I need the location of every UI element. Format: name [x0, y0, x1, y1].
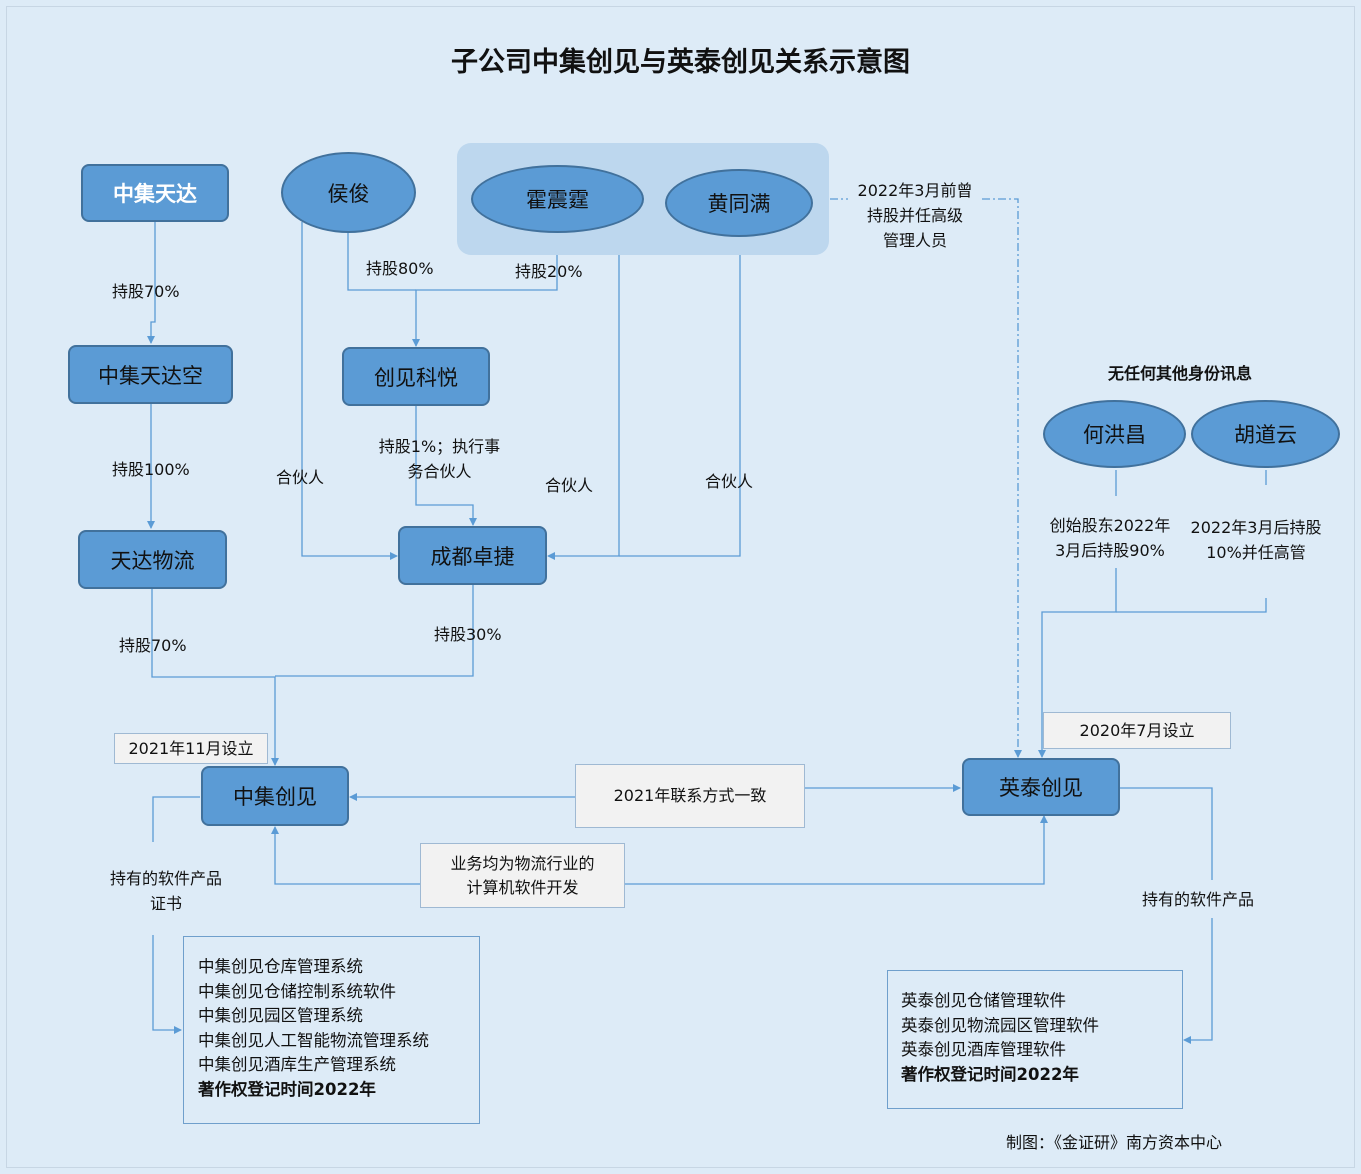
- box-same-contact: 2021年联系方式一致: [575, 764, 805, 828]
- box-business-line1: 业务均为物流行业的: [450, 853, 595, 873]
- node-houjun: 侯俊: [281, 152, 416, 233]
- edge-business-to-zjcj: [271, 826, 420, 885]
- yt-product-list: 英泰创见仓储管理软件 英泰创见物流园区管理软件 英泰创见酒库管理软件 著作权登记…: [887, 970, 1183, 1109]
- node-chuangjian-keyue: 创见科悦: [342, 347, 490, 406]
- yt-product-item: 英泰创见仓储管理软件: [901, 991, 1066, 1010]
- label-hu-line2: 10%并任高管: [1206, 543, 1306, 562]
- box-same-business: 业务均为物流行业的 计算机软件开发: [420, 843, 625, 908]
- label-hu-line1: 2022年3月后持股: [1190, 518, 1322, 537]
- edge-keyue-to-zhuojie: [415, 406, 477, 526]
- label-hold-1-line1: 持股1%；执行事: [378, 437, 501, 456]
- node-zhongji-tiandakong: 中集天达空: [68, 345, 233, 404]
- node-huang-tongman: 黄同满: [665, 169, 813, 237]
- label-he-line1: 创始股东2022年: [1049, 516, 1171, 535]
- zj-copyright-date: 著作权登记时间2022年: [198, 1079, 376, 1099]
- edge-hu-to-ytcj: [1116, 470, 1267, 613]
- label-former-line1: 2022年3月前曾: [857, 181, 973, 200]
- edge-houjun-partner: [301, 222, 398, 560]
- zj-product-list: 中集创见仓库管理系统 中集创见仓储控制系统软件 中集创见园区管理系统 中集创见人…: [183, 936, 480, 1124]
- node-he-hongchang: 何洪昌: [1043, 400, 1186, 468]
- node-tianda-wuliu: 天达物流: [78, 530, 227, 589]
- zj-product-item: 中集创见人工智能物流管理系统: [198, 1030, 429, 1050]
- zj-product-item: 中集创见园区管理系统: [198, 1006, 363, 1026]
- label-he-holding: 创始股东2022年 3月后持股90%: [1047, 513, 1173, 563]
- zj-product-item: 中集创见酒库生产管理系统: [198, 1055, 396, 1075]
- label-zj-software: 持有的软件产品 证书: [103, 866, 229, 916]
- label-partner-houjun: 合伙人: [276, 468, 325, 487]
- yt-product-item: 英泰创见酒库管理软件: [901, 1040, 1066, 1060]
- edge-tianda-to-tiandakong: [147, 222, 156, 344]
- yt-product-item: 英泰创见物流园区管理软件: [901, 1015, 1099, 1035]
- label-hold-100: 持股100%: [112, 460, 190, 479]
- edge-group-to-ytcj-former: [830, 198, 1018, 757]
- label-former-line2: 持股并任高级: [866, 206, 963, 225]
- label-yt-software: 持有的软件产品: [1142, 890, 1255, 909]
- label-hold-1-line2: 务合伙人: [407, 462, 472, 481]
- box-zj-established: 2021年11月设立: [114, 733, 268, 764]
- credit-line: 制图：《金证研》南方资本中心: [1006, 1133, 1223, 1152]
- label-no-other-identity: 无任何其他身份讯息: [1108, 364, 1253, 383]
- label-partner-huang: 合伙人: [705, 472, 754, 491]
- label-former-line3: 管理人员: [882, 231, 947, 250]
- edge-huo-to-keyue: [412, 232, 558, 347]
- node-huo-zhenting: 霍震霆: [471, 165, 644, 233]
- node-zhongji-tianda: 中集天达: [81, 164, 229, 222]
- edge-huang-partner: [619, 236, 741, 557]
- node-yingtai-chuangjian: 英泰创见: [962, 758, 1120, 816]
- node-hu-daoyun: 胡道云: [1191, 400, 1340, 468]
- label-he-line2: 3月后持股90%: [1055, 541, 1165, 560]
- edge-wuliu-to-zjcj: [151, 589, 279, 766]
- box-business-line2: 计算机软件开发: [466, 877, 579, 897]
- label-zj-software-line1: 持有的软件产品: [109, 869, 222, 888]
- label-hold-1: 持股1%；执行事 务合伙人: [374, 434, 505, 484]
- node-chengdu-zhuojie: 成都卓捷: [398, 526, 547, 585]
- edge-he-to-ytcj: [1042, 470, 1117, 757]
- label-partner-huo: 合伙人: [545, 476, 594, 495]
- label-zj-software-line2: 证书: [149, 894, 182, 913]
- edge-ytcj-to-products: [1120, 787, 1213, 1040]
- outer-frame: [6, 6, 1355, 1168]
- label-hold-70-a: 持股70%: [112, 282, 180, 301]
- edge-zjcj-to-products: [152, 796, 200, 1030]
- label-former-holder: 2022年3月前曾 持股并任高级 管理人员: [848, 178, 982, 253]
- edge-business-to-ytcj: [625, 815, 1048, 885]
- node-zhongji-chuangjian: 中集创见: [201, 766, 349, 826]
- yt-copyright-date: 著作权登记时间2022年: [901, 1064, 1079, 1084]
- edge-houjun-to-keyue: [347, 233, 416, 291]
- label-hold-30: 持股30%: [434, 625, 502, 644]
- label-hold-20: 持股20%: [515, 262, 583, 281]
- diagram-title: 子公司中集创见与英泰创见关系示意图: [451, 47, 910, 78]
- box-yt-established: 2020年7月设立: [1043, 712, 1231, 749]
- label-hold-70-b: 持股70%: [119, 636, 187, 655]
- label-hold-80: 持股80%: [366, 259, 434, 278]
- edge-zhuojie-to-zjcj: [275, 585, 474, 677]
- zj-product-item: 中集创见仓库管理系统: [198, 957, 363, 976]
- label-hu-holding: 2022年3月后持股 10%并任高管: [1188, 515, 1324, 565]
- zj-product-item: 中集创见仓储控制系统软件: [198, 981, 396, 1001]
